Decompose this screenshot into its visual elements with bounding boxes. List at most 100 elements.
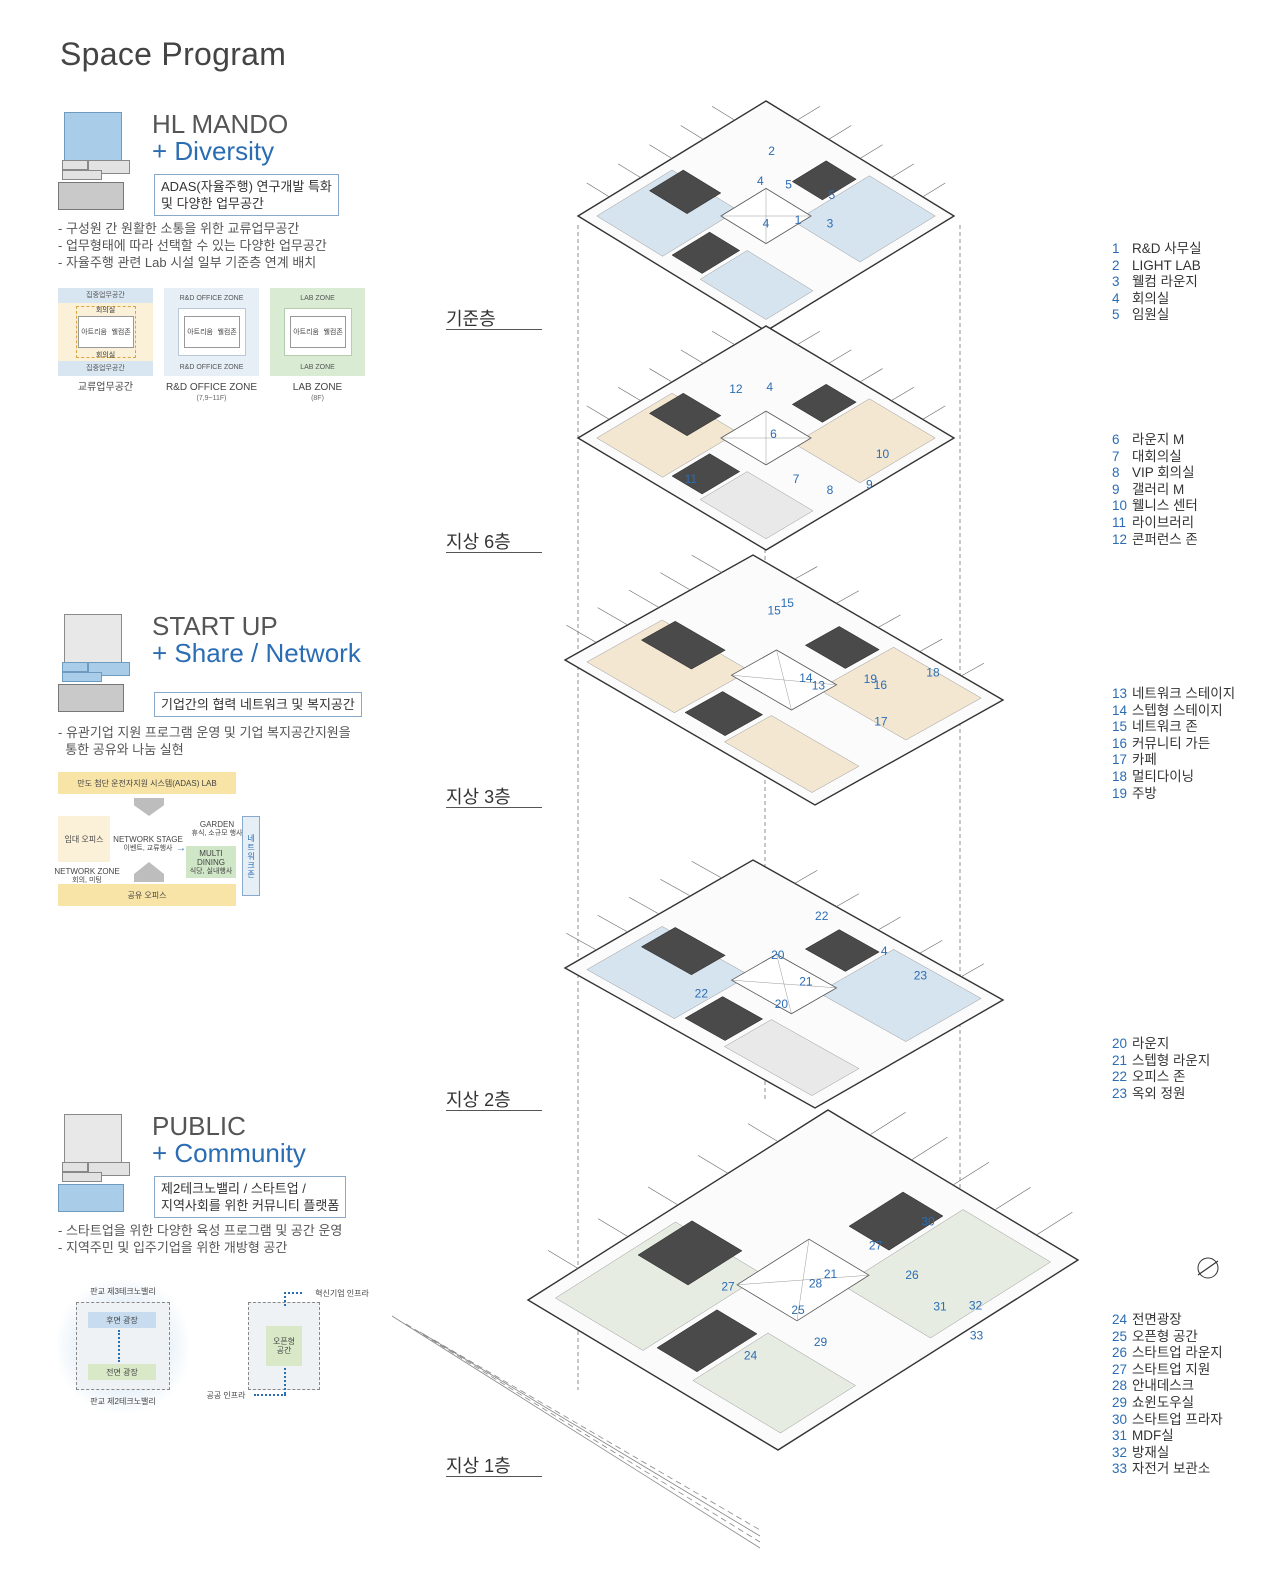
plan-room-number: 4 [766,380,773,394]
network-flow-diagram: 만도 첨단 운전자지원 시스템(ADAS) LAB 임대 오피스 NETWORK… [54,772,268,907]
section-summary-box: 제2테크노밸리 / 스타트업 / 지역사회를 위한 커뮤니티 플랫폼 [154,1176,347,1218]
floor-label: 기준층 [446,309,496,329]
plan-room-number: 16 [874,678,888,692]
plan-room-number: 21 [799,975,813,989]
plan-room-number: 31 [933,1299,947,1313]
plan-room-number: 6 [770,427,777,441]
floor-label: 지상 2층 [446,1090,511,1110]
floor-label-underline [446,1476,542,1477]
site-context [391,1257,1219,1549]
section-name: HL MANDO [152,109,289,139]
building-icon-public [58,1112,134,1212]
section-subtitle: + Share / Network [152,638,361,668]
floor-label: 지상 1층 [446,1456,511,1476]
plan-room-number: 17 [874,715,888,729]
flow-lab: 만도 첨단 운전자지원 시스템(ADAS) LAB [58,772,236,794]
plan-room-number: 20 [771,948,785,962]
section-summary-box: ADAS(자율주행) 연구개발 특화 및 다양한 업무공간 [154,174,339,216]
section-hl-mando: HL MANDO + Diversity ADAS(자율주행) 연구개발 특화 … [58,110,378,410]
plan-room-number: 10 [876,447,890,461]
section-name: PUBLIC [152,1111,246,1141]
floor-label-underline [446,1110,542,1111]
floor-label-underline [446,552,542,553]
plan-room-number: 18 [926,666,940,680]
plan-room-number: 4 [763,217,770,231]
plan-room-number: 29 [814,1335,828,1349]
floor-label: 지상 6층 [446,532,511,552]
front-plaza: 전면 광장 [88,1364,156,1380]
plan-room-number: 3 [827,217,834,231]
floor-label-underline [446,329,542,330]
flow-lease-office: 임대 오피스 [58,816,110,862]
plan-room-number: 26 [905,1268,919,1282]
plan-room-number: 7 [793,472,800,486]
floor-label-underline [446,807,542,808]
plan-room-number: 9 [866,477,873,491]
plan-room-number: 22 [815,909,829,923]
plan-room-number: 14 [799,671,813,685]
flow-shared-office: 공유 오피스 [58,884,236,906]
plan-room-number: 13 [812,678,826,692]
page-title: Space Program [60,36,287,72]
section-name: START UP [152,611,278,641]
plan-room-number: 25 [791,1303,805,1317]
plan-room-number: 4 [757,174,764,188]
plan-room-number: 19 [864,672,878,686]
plan-room-number: 20 [775,997,789,1011]
plan-room-number: 21 [824,1267,838,1281]
plan-room-number: 11 [685,472,698,486]
floor-label: 지상 3층 [446,787,511,807]
plan-room-number: 8 [827,483,834,497]
plan-room-number: 5 [785,177,792,191]
plan-room-number: 27 [721,1280,735,1294]
public-space-diagram: 판교 제3테크노밸리 후면 광장 전면 광장 판교 제2테크노밸리 혁신기업 인… [58,1280,378,1420]
plan-room-number: 4 [881,944,888,958]
building-icon-startup [58,612,134,712]
section-subtitle: + Diversity [152,136,275,166]
section-bullets: - 구성원 간 원활한 소통을 위한 교류업무공간 - 업무형태에 따라 선택할… [58,221,327,270]
